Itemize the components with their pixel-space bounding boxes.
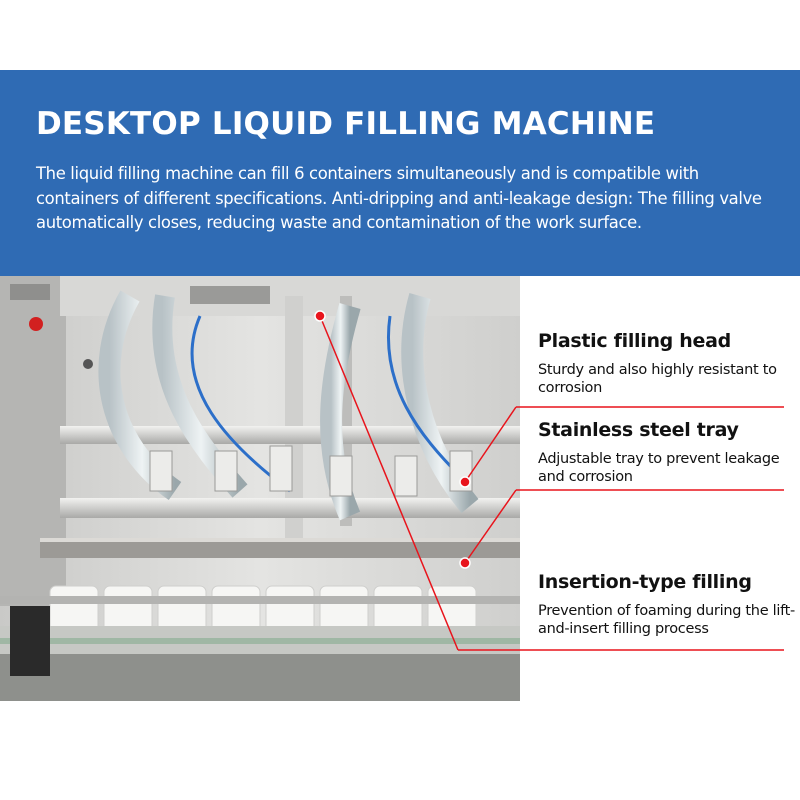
callout-desc-filling-head: Sturdy and also highly resistant to corr… <box>538 362 777 396</box>
callout-desc-steel-tray: Adjustable tray to prevent leakage and c… <box>538 451 780 485</box>
banner-description: The liquid filling machine can fill 6 co… <box>36 164 762 232</box>
callout-title-insertion-filling: Insertion-type filling <box>538 571 752 593</box>
machine-photo <box>0 276 520 701</box>
callout-desc-insertion-filling: Prevention of foaming during the lift-an… <box>538 603 795 637</box>
header-banner: DESKTOP LIQUID FILLING MACHINE The liqui… <box>0 70 800 276</box>
banner-title: DESKTOP LIQUID FILLING MACHINE <box>36 106 656 142</box>
callout-title-steel-tray: Stainless steel tray <box>538 419 739 441</box>
callout-title-filling-head: Plastic filling head <box>538 330 731 352</box>
